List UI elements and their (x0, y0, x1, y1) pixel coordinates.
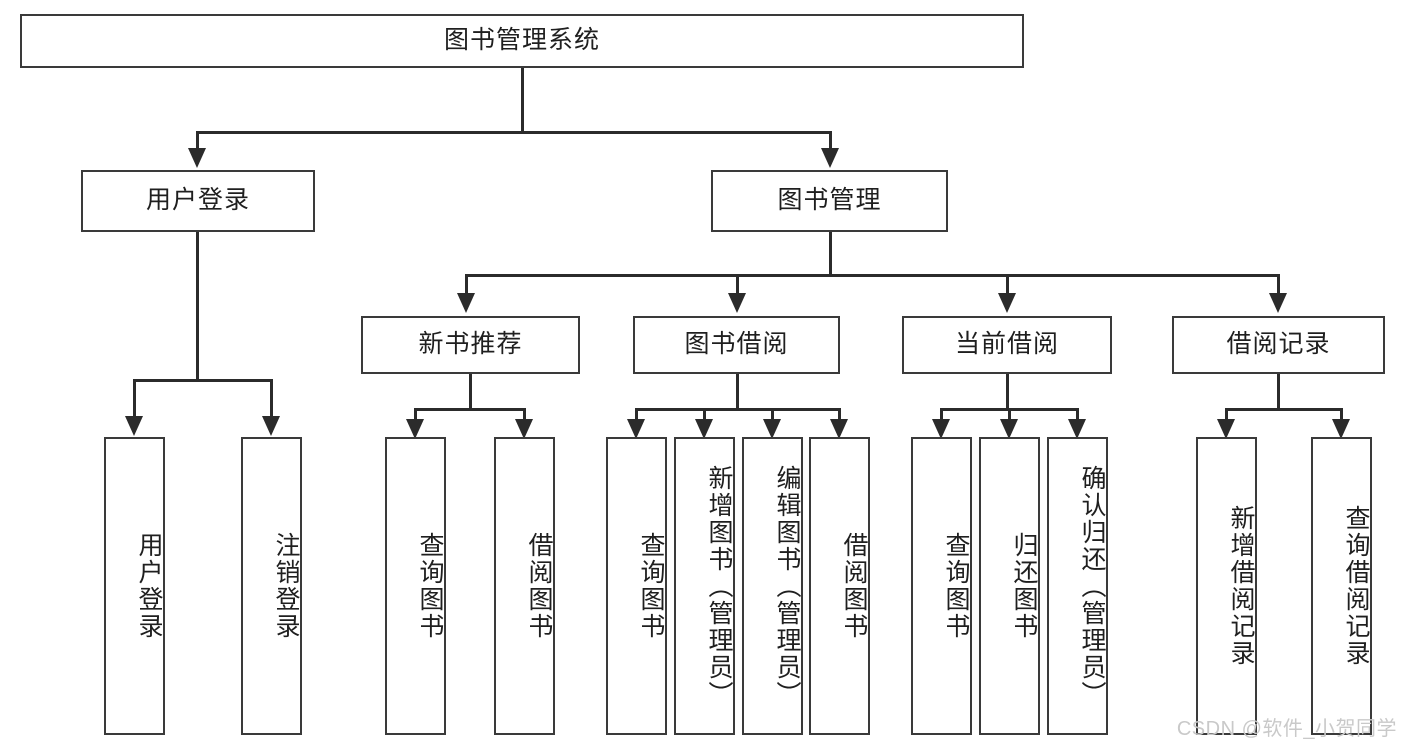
node-label: 借阅图书 (525, 532, 553, 640)
leaf-borrow-record-1[interactable]: 查询借阅记录 (1311, 437, 1372, 735)
connector-user-login-bus (133, 379, 273, 382)
connector-drop-br-leaf-1 (1340, 408, 1343, 420)
leaf-book-borrow-1[interactable]: 新增图书（管理员） (674, 437, 735, 735)
leaf-user-login-0[interactable]: 用户登录 (104, 437, 165, 735)
node-label: 归还图书 (1010, 532, 1038, 640)
leaf-current-borrow-1[interactable]: 归还图书 (979, 437, 1040, 735)
connector-nbr-bus (414, 408, 526, 411)
arrowhead-new-book (457, 293, 475, 313)
arrowhead-borrow-record (1269, 293, 1287, 313)
node-label: 查询图书 (416, 532, 444, 640)
connector-drop-bb-leaf-2 (771, 408, 774, 420)
arrowhead-bb-leaf-1 (695, 419, 713, 439)
node-label: 用户登录 (135, 532, 163, 640)
leaf-user-login-1[interactable]: 注销登录 (241, 437, 302, 735)
node-label: 图书管理 (777, 186, 882, 215)
connector-br-trunk (1277, 374, 1280, 410)
node-root-system[interactable]: 图书管理系统 (20, 14, 1024, 68)
connector-br-bus (1225, 408, 1343, 411)
node-label: 新增图书（管理员） (705, 464, 733, 708)
node-label: 借阅图书 (840, 532, 868, 640)
node-book-borrow[interactable]: 图书借阅 (633, 316, 840, 374)
arrowhead-ul-leaf-0 (125, 416, 143, 436)
leaf-new-book-recommend-0[interactable]: 查询图书 (385, 437, 446, 735)
connector-bb-trunk (736, 374, 739, 410)
node-current-borrow[interactable]: 当前借阅 (902, 316, 1112, 374)
leaf-book-borrow-2[interactable]: 编辑图书（管理员） (742, 437, 803, 735)
connector-drop-cb-leaf-2 (1076, 408, 1079, 420)
node-new-book-recommend[interactable]: 新书推荐 (361, 316, 580, 374)
leaf-book-borrow-3[interactable]: 借阅图书 (809, 437, 870, 735)
arrowhead-book-mgmt (821, 148, 839, 168)
node-label: 借阅记录 (1226, 330, 1331, 359)
connector-bb-bus (635, 408, 841, 411)
arrowhead-bb-leaf-3 (830, 419, 848, 439)
node-label: 确认归还（管理员） (1078, 464, 1106, 708)
arrowhead-cb-leaf-1 (1000, 419, 1018, 439)
node-label: 图书借阅 (684, 330, 789, 359)
connector-cb-trunk (1006, 374, 1009, 410)
arrowhead-cb-leaf-0 (932, 419, 950, 439)
connector-drop-user-login (196, 131, 199, 149)
node-borrow-record[interactable]: 借阅记录 (1172, 316, 1385, 374)
arrowhead-br-leaf-0 (1217, 419, 1235, 439)
connector-drop-cb-leaf-0 (940, 408, 943, 420)
leaf-borrow-record-0[interactable]: 新增借阅记录 (1196, 437, 1257, 735)
leaf-current-borrow-2[interactable]: 确认归还（管理员） (1047, 437, 1108, 735)
arrowhead-book-borrow (728, 293, 746, 313)
connector-drop-nbr-leaf-0 (414, 408, 417, 420)
connector-drop-bb-leaf-3 (838, 408, 841, 420)
connector-drop-ul-leaf-1 (270, 379, 273, 417)
connector-drop-nbr-leaf-1 (523, 408, 526, 420)
arrowhead-current-borrow (998, 293, 1016, 313)
node-label: 图书管理系统 (443, 26, 600, 55)
connector-drop-cb-leaf-1 (1008, 408, 1011, 420)
node-label: 查询图书 (637, 532, 665, 640)
arrowhead-bb-leaf-2 (763, 419, 781, 439)
arrowhead-br-leaf-1 (1332, 419, 1350, 439)
node-label: 新增借阅记录 (1227, 505, 1255, 667)
connector-drop-bb-leaf-0 (635, 408, 638, 420)
connector-drop-book-mgmt (829, 131, 832, 149)
connector-drop-bb-leaf-1 (703, 408, 706, 420)
node-user-login[interactable]: 用户登录 (81, 170, 315, 232)
connector-level2-bus (196, 131, 831, 134)
arrowhead-cb-leaf-2 (1068, 419, 1086, 439)
connector-drop-ul-leaf-0 (133, 379, 136, 417)
node-label: 当前借阅 (954, 330, 1059, 359)
node-label: 查询借阅记录 (1342, 505, 1370, 667)
node-label: 新书推荐 (418, 330, 523, 359)
node-label: 查询图书 (942, 532, 970, 640)
arrowhead-nbr-leaf-0 (406, 419, 424, 439)
node-label: 用户登录 (145, 186, 250, 215)
connector-drop-new-book (465, 274, 468, 294)
connector-drop-borrow-record (1277, 274, 1280, 294)
node-label: 注销登录 (272, 532, 300, 640)
leaf-book-borrow-0[interactable]: 查询图书 (606, 437, 667, 735)
leaf-current-borrow-0[interactable]: 查询图书 (911, 437, 972, 735)
connector-root-trunk (521, 68, 524, 132)
connector-nbr-trunk (469, 374, 472, 410)
connector-drop-current-borrow (1006, 274, 1009, 294)
leaf-new-book-recommend-1[interactable]: 借阅图书 (494, 437, 555, 735)
arrowhead-nbr-leaf-1 (515, 419, 533, 439)
node-book-management[interactable]: 图书管理 (711, 170, 948, 232)
arrowhead-user-login (188, 148, 206, 168)
connector-drop-br-leaf-0 (1225, 408, 1228, 420)
connector-user-login-trunk (196, 232, 199, 380)
connector-book-mgmt-trunk (829, 232, 832, 275)
arrowhead-bb-leaf-0 (627, 419, 645, 439)
node-label: 编辑图书（管理员） (773, 464, 801, 708)
connector-level3-bus (465, 274, 1279, 277)
connector-drop-book-borrow (736, 274, 739, 294)
arrowhead-ul-leaf-1 (262, 416, 280, 436)
